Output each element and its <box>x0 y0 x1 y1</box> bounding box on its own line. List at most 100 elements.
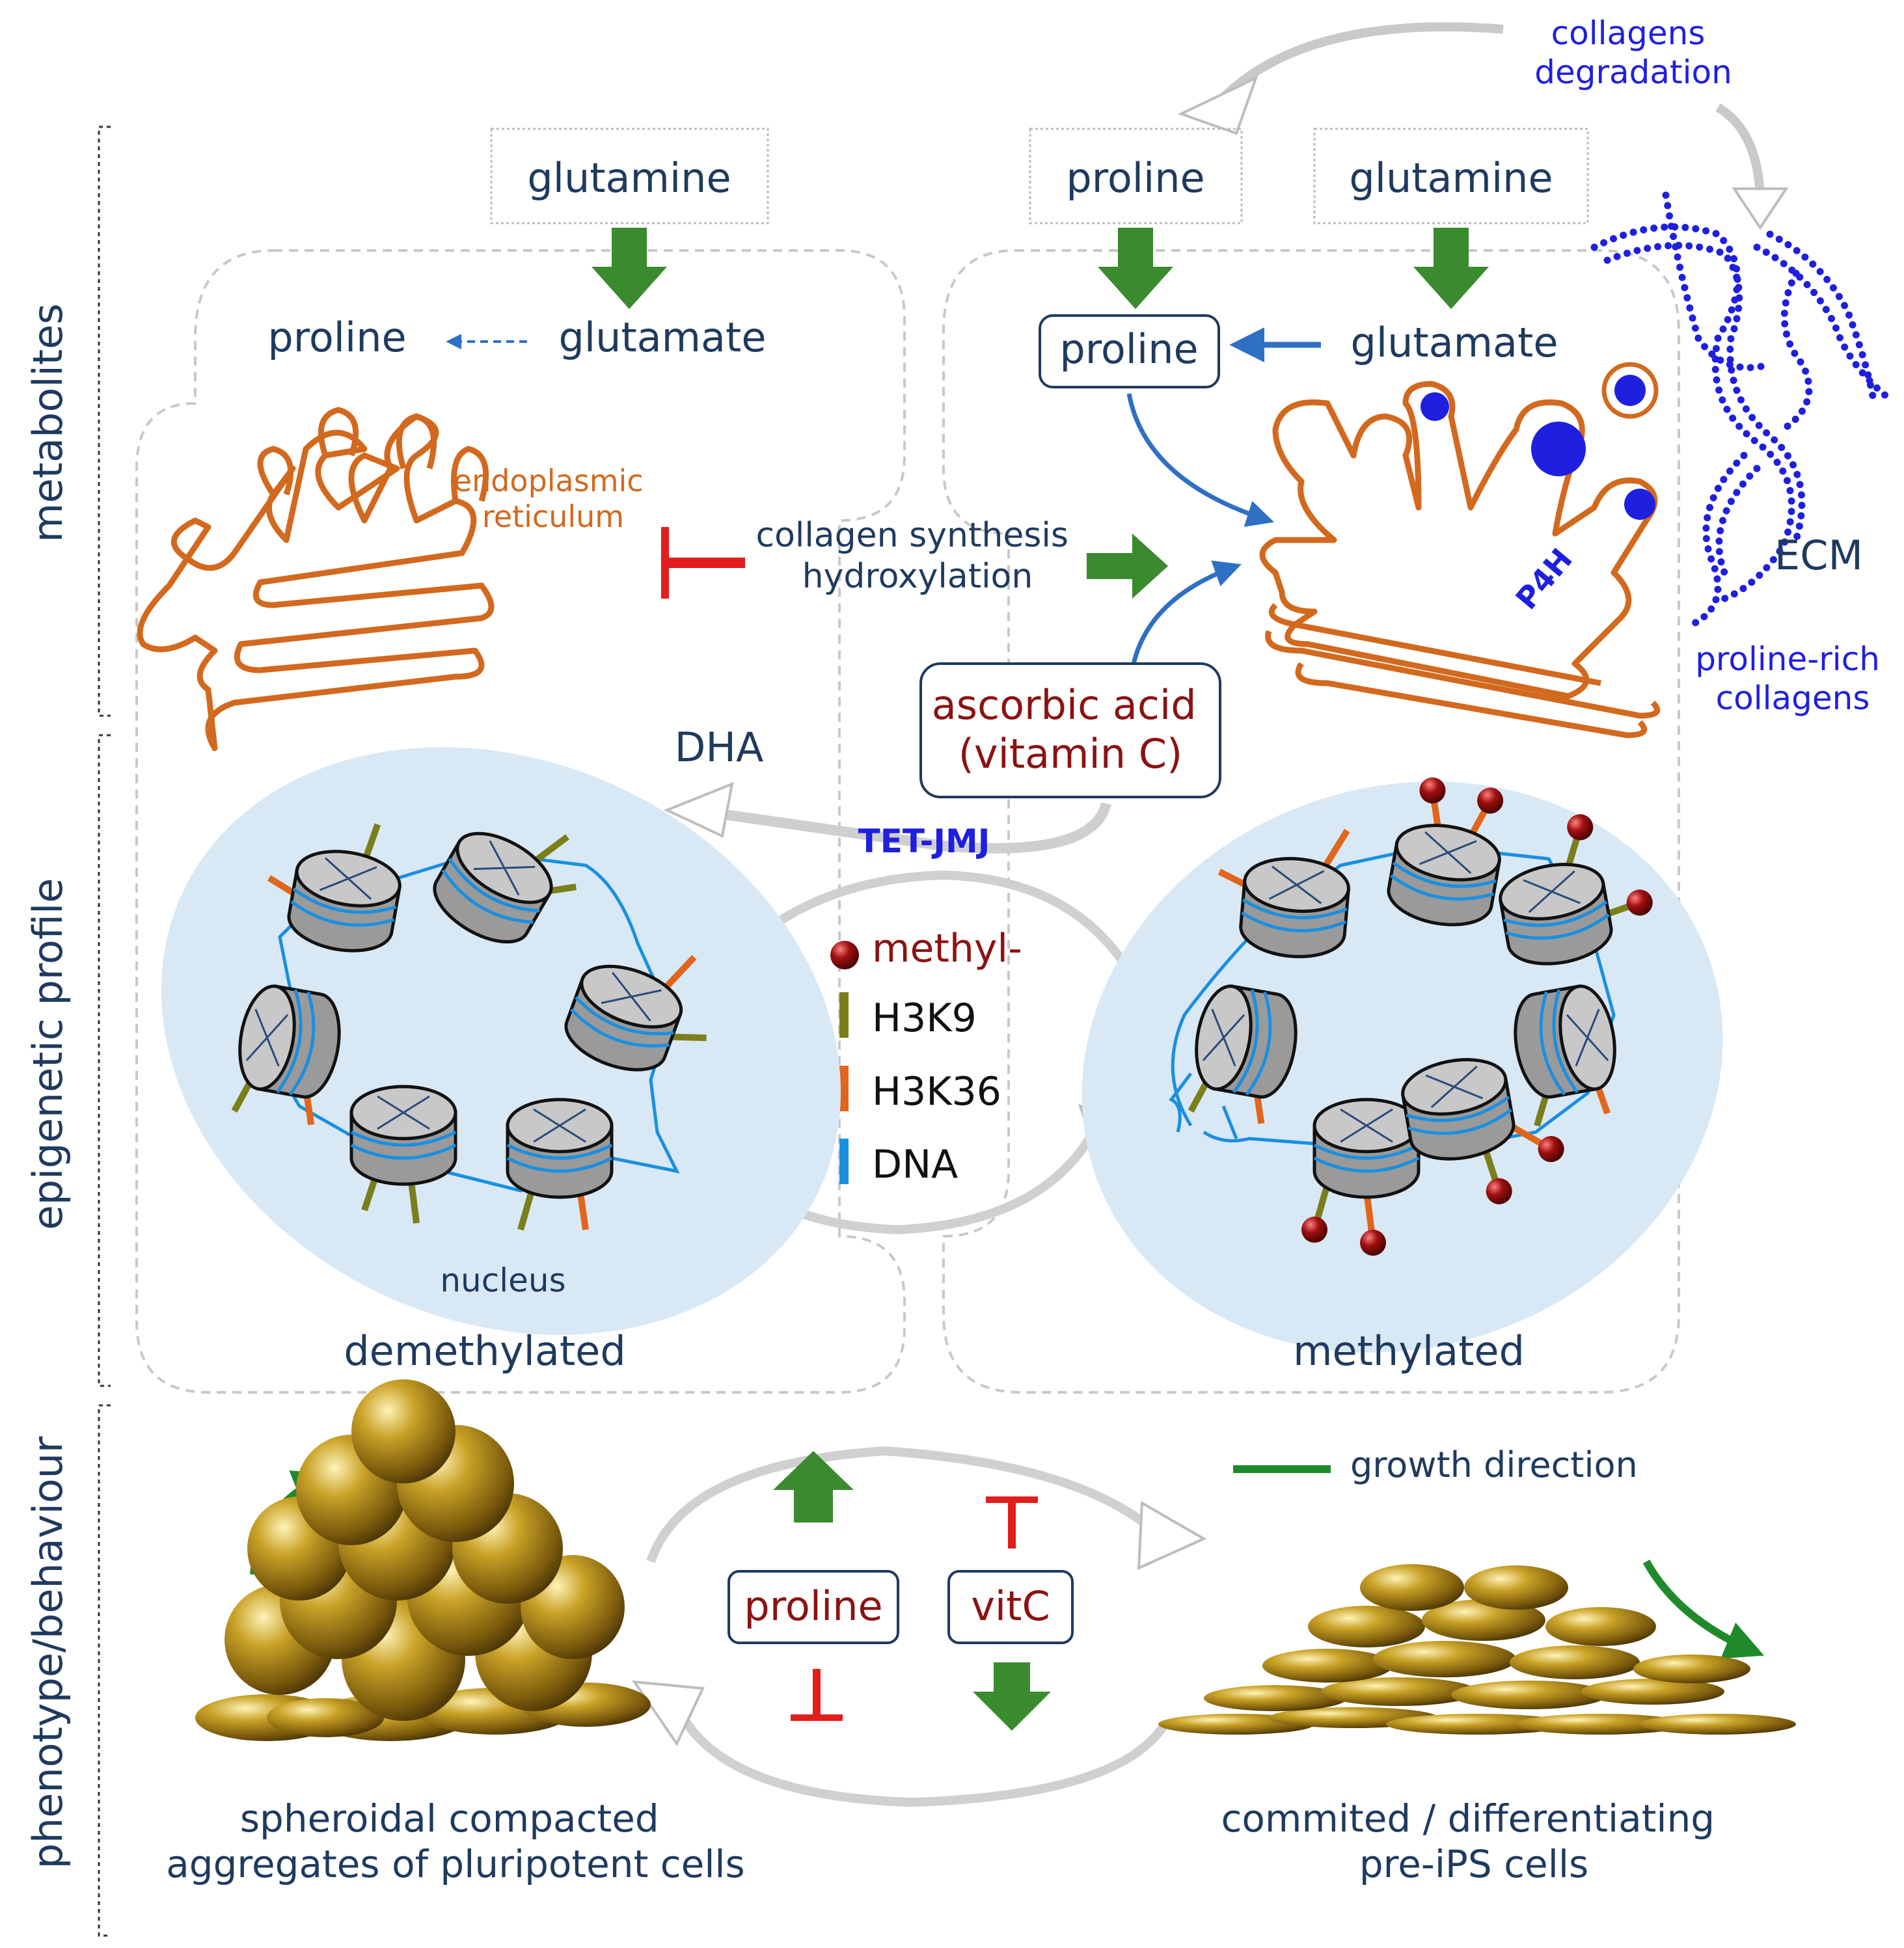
tet-jmj-label: TET-JMJ <box>858 822 990 860</box>
left-nucleus <box>161 747 841 1335</box>
legend-dna-mark <box>839 1139 849 1184</box>
phenotype-cycle-bottom <box>672 1703 1169 1807</box>
cell <box>1360 1564 1464 1611</box>
right-nucleosomes <box>1188 777 1653 1256</box>
ecm-label: ECM <box>1775 532 1863 579</box>
right-proline-in-label: proline <box>1066 154 1204 202</box>
proline-inhibitor-bar <box>791 1669 843 1721</box>
legend-methyl-label: methyl- <box>872 926 1022 971</box>
degradation-arrowhead-right <box>1732 187 1789 230</box>
nucleosome <box>1387 777 1504 927</box>
cell <box>1386 1714 1568 1735</box>
methylated-label: methylated <box>1293 1327 1525 1375</box>
ascorbic-acid-label: ascorbic acid (vitamin C) <box>932 681 1210 778</box>
right-glutamine-arrow <box>1413 228 1489 309</box>
left-er-lobes <box>257 407 489 502</box>
legend-methyl-ball <box>830 941 859 969</box>
right-er-lower-cisternae <box>1265 602 1661 738</box>
cell <box>351 1379 456 1483</box>
collagens-degradation-label: collagens degradation <box>1534 14 1732 91</box>
nucleosome <box>433 832 577 944</box>
right-glutamine-label: glutamine <box>1349 154 1553 202</box>
proline-phenotype-box <box>728 1570 899 1644</box>
proline-rich-collagens-label: proline-rich collagens <box>1695 640 1890 717</box>
proline-phenotype-label: proline <box>744 1582 882 1630</box>
er-vesicle-small-1 <box>1421 392 1449 421</box>
right-dna-strand <box>1169 844 1616 1154</box>
nucleosome <box>267 823 401 953</box>
legend-h3k36-mark <box>839 1066 849 1111</box>
right-caption: commited / differentiating pre-iPS cells <box>1221 1796 1727 1886</box>
ascorbic-acid-box <box>919 662 1221 798</box>
right-proline-box <box>1039 314 1220 388</box>
right-glutamine-box <box>1313 128 1589 224</box>
cell <box>1204 1685 1347 1711</box>
phenotype-cycle-bottom-head <box>631 1680 705 1747</box>
cell <box>1262 1649 1393 1683</box>
collagen-synthesis-label: collagen synthesis hydroxylation <box>756 516 1080 596</box>
er-vesicle-free <box>1614 375 1646 406</box>
left-proline-label: proline <box>267 314 406 361</box>
nucleosome <box>1514 984 1616 1127</box>
nucleosome <box>231 984 341 1126</box>
methyl-group <box>1477 787 1504 814</box>
methyl-group <box>1301 1217 1327 1243</box>
nucleosome <box>564 954 707 1072</box>
collagen-synthesis-arrow <box>1087 534 1168 599</box>
cell <box>267 1698 384 1737</box>
cell <box>1373 1641 1516 1677</box>
nucleosome <box>1217 828 1351 958</box>
side-label-metabolites: metabolites <box>24 303 72 542</box>
er-vesicle-large <box>1531 422 1586 476</box>
cell <box>1633 1655 1750 1683</box>
methyl-group <box>1360 1230 1386 1256</box>
growth-direction-label: growth direction <box>1350 1444 1638 1485</box>
cell <box>1422 1599 1545 1641</box>
ascorbate-to-dha-arrowhead <box>663 781 734 838</box>
side-label-phenotype: phenotype/behaviour <box>24 1436 72 1869</box>
right-glutamate-label: glutamate <box>1350 319 1558 366</box>
demethylated-label: demethylated <box>344 1327 625 1375</box>
side-label-epigenetic: epigenetic profile <box>24 878 72 1230</box>
er-label: endoplasmic reticulum <box>454 463 653 534</box>
degradation-arrowhead-left <box>1177 75 1258 135</box>
dha-label: DHA <box>675 724 764 771</box>
cell <box>1581 1679 1724 1705</box>
left-glutamine-box <box>490 128 769 224</box>
legend-h3k9-label: H3K9 <box>872 995 977 1041</box>
left-glutamate-label: glutamate <box>558 314 766 361</box>
nucleosome <box>1301 1098 1421 1256</box>
right-growth-arrow <box>1642 1560 1765 1659</box>
nucleosome <box>1188 984 1298 1124</box>
er-vesicle-small-2 <box>1624 489 1655 520</box>
right-proline-in-box <box>1029 128 1243 224</box>
proline-up-arrow <box>773 1451 854 1522</box>
methyl-group <box>1486 1178 1512 1204</box>
legend-h3k36-label: H3K36 <box>872 1069 1001 1115</box>
cell <box>1516 1714 1685 1735</box>
cell <box>1510 1645 1640 1679</box>
left-cell-outline <box>135 249 906 1394</box>
spheroid-cell-cluster <box>195 1379 651 1741</box>
methyl-group <box>1626 889 1653 916</box>
legend-h3k9-mark <box>839 992 849 1038</box>
cell <box>1451 1681 1607 1709</box>
ecm-collagen-fibers <box>1590 191 1891 629</box>
left-caption: spheroidal compacted aggregates of pluri… <box>166 1796 745 1886</box>
cell <box>1640 1714 1796 1735</box>
methylation-cycle-top <box>739 870 1137 979</box>
vitc-inhibitor-bar <box>986 1496 1038 1549</box>
p4h-label: P4H <box>1509 541 1579 616</box>
legend-dna-label: DNA <box>872 1142 958 1187</box>
right-proline-in-arrow <box>1098 228 1173 309</box>
cell <box>1308 1606 1425 1647</box>
methyl-group <box>1567 814 1594 841</box>
right-cell-outline <box>942 249 1680 1394</box>
degradation-arrow-top <box>1213 22 1504 107</box>
nucleosome <box>1499 814 1653 966</box>
h3k36-mark <box>1321 828 1350 870</box>
vitc-phenotype-box <box>947 1570 1074 1644</box>
cell <box>1321 1677 1477 1706</box>
vitc-phenotype-label: vitC <box>971 1582 1050 1630</box>
